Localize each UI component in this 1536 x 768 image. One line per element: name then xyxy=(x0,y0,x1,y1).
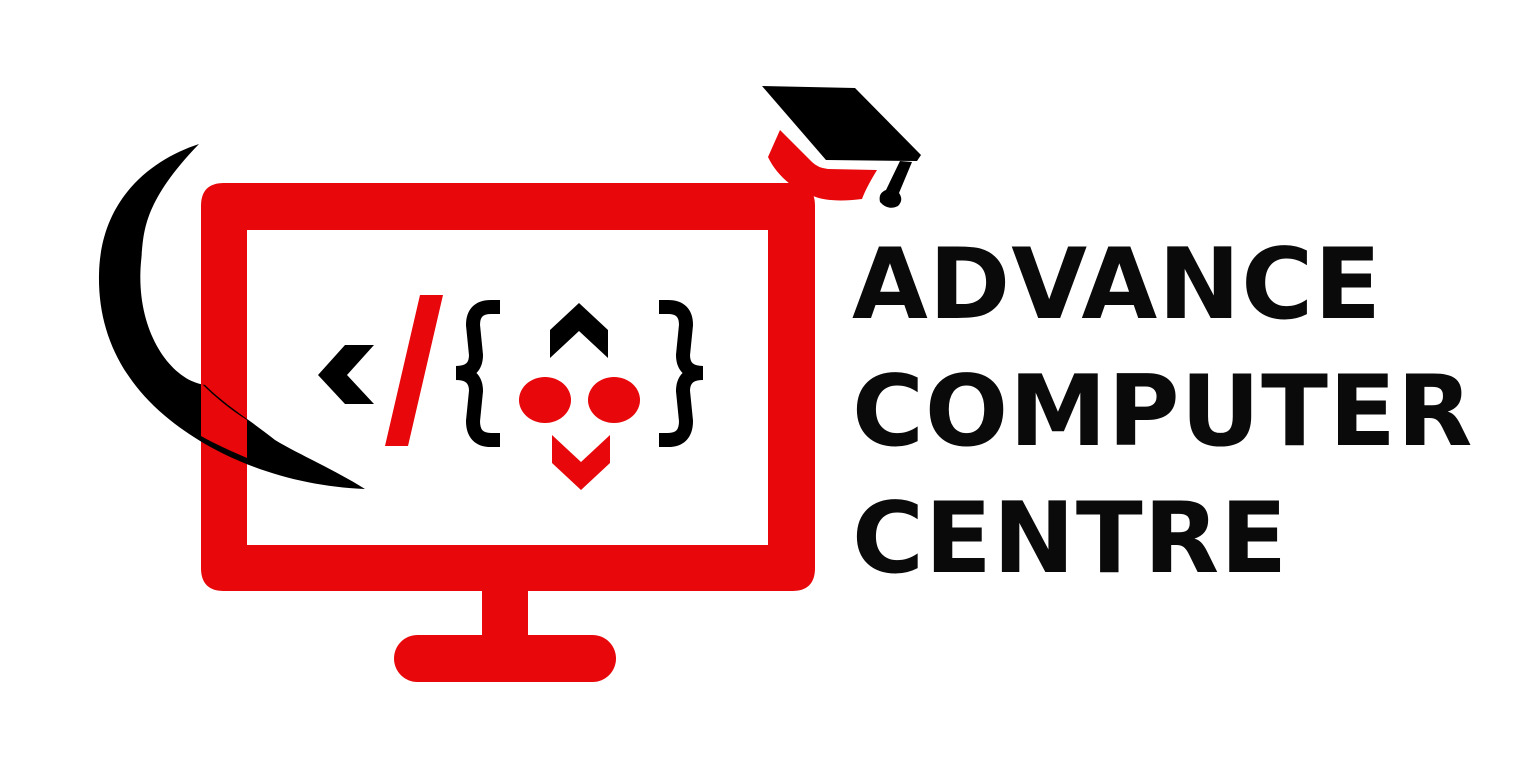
right-curly-brace-icon xyxy=(659,300,704,447)
monitor-neck xyxy=(482,590,528,637)
monitor-stand-base xyxy=(394,635,616,682)
swoosh-icon xyxy=(98,144,365,489)
left-curly-brace-icon xyxy=(455,300,500,447)
brand-line-3: CENTRE xyxy=(852,482,1289,596)
caret-up-icon xyxy=(550,303,608,358)
right-eye xyxy=(588,377,640,423)
less-than-icon xyxy=(318,345,374,404)
brand-line-1: ADVANCE xyxy=(852,228,1383,342)
swoosh-overlap xyxy=(201,383,247,458)
monitor-screen-frame xyxy=(201,183,815,591)
caret-down-icon xyxy=(552,435,610,490)
cap-band xyxy=(768,130,877,201)
curly-brace-face-icon xyxy=(455,300,704,490)
cap-board xyxy=(762,86,921,161)
code-symbol-icon xyxy=(318,295,443,446)
left-eye xyxy=(519,377,571,423)
brand-line-2: COMPUTER xyxy=(852,355,1474,469)
slash-icon xyxy=(385,295,443,446)
monitor-icon xyxy=(201,183,815,682)
graduation-cap-icon xyxy=(762,86,921,208)
cap-tassel xyxy=(879,161,912,208)
brand-name: ADVANCE COMPUTER CENTRE xyxy=(852,222,1473,603)
